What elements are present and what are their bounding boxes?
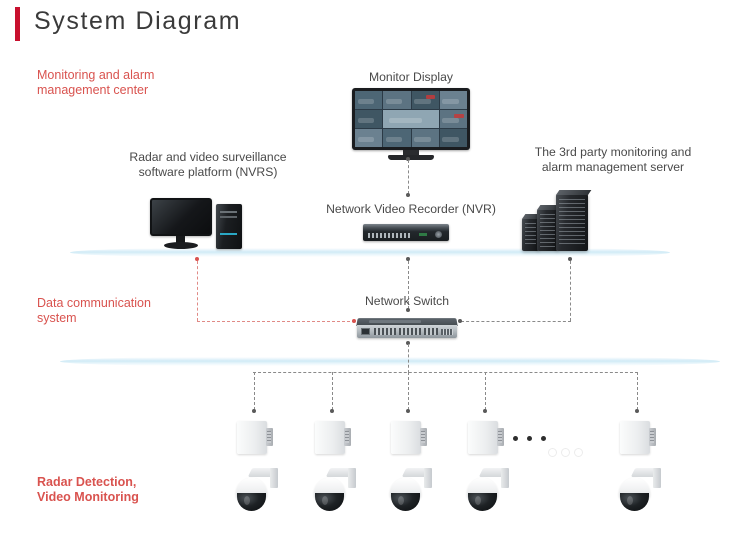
drop-line-device-1 <box>254 372 255 410</box>
network-switch-icon <box>356 318 458 339</box>
server-rack-icon <box>522 190 614 251</box>
link-dot-server-drop <box>568 257 572 261</box>
ellipsis-ghost-circle <box>548 448 557 457</box>
drop-line-device-4 <box>485 372 486 410</box>
radar-sensor-icon <box>620 421 656 455</box>
radar-sensor-icon <box>468 421 504 455</box>
ellipsis-ghost-circle <box>561 448 570 457</box>
link-dot-workstation-drop <box>195 257 199 261</box>
ptz-dome-camera-icon <box>388 466 433 512</box>
ellipsis-dot <box>513 436 518 441</box>
drop-dot-device-1 <box>252 409 256 413</box>
network-switch-label: Network Switch <box>365 294 449 308</box>
radar-sensor-icon <box>315 421 351 455</box>
drop-line-device-5 <box>637 372 638 410</box>
link-server-to-switch <box>461 321 571 322</box>
ptz-dome-camera-icon <box>312 466 357 512</box>
link-workstation-down <box>197 261 198 321</box>
drop-dot-device-2 <box>330 409 334 413</box>
link-server-down <box>570 261 571 321</box>
zone-label-radar-video: Radar Detection, Video Monitoring <box>37 475 139 504</box>
page-title: System Diagram <box>34 7 242 35</box>
link-nvr-to-switch <box>408 261 409 309</box>
drop-line-device-2 <box>332 372 333 410</box>
link-switch-down-to-bus <box>408 344 409 373</box>
monitor-display-icon <box>352 88 470 160</box>
radar-sensor-icon <box>391 421 427 455</box>
title-accent-bar <box>15 7 20 41</box>
third-party-server-label: The 3rd party monitoring and alarm manag… <box>534 145 692 174</box>
link-dot-monitor-bottom <box>406 157 410 161</box>
drop-dot-device-4 <box>483 409 487 413</box>
nvrs-workstation-label: Radar and video surveillance software pl… <box>129 150 287 179</box>
ptz-dome-camera-icon <box>465 466 510 512</box>
zone-label-data-communication: Data communication system <box>37 296 151 325</box>
link-dot-switch-right <box>458 319 462 323</box>
link-monitor-to-nvr <box>408 160 409 194</box>
nvr-device-icon <box>363 224 449 241</box>
link-dot-nvr-drop <box>406 257 410 261</box>
drop-dot-device-3 <box>406 409 410 413</box>
ptz-dome-camera-icon <box>617 466 662 512</box>
ptz-dome-camera-icon <box>234 466 279 512</box>
field-device-distribution-bus <box>253 372 638 373</box>
desktop-computer-icon <box>150 198 250 250</box>
link-dot-switch-bottom <box>406 341 410 345</box>
drop-dot-device-5 <box>635 409 639 413</box>
nvr-label: Network Video Recorder (NVR) <box>326 202 496 216</box>
link-dot-switch-top <box>406 308 410 312</box>
ellipsis-dot <box>527 436 532 441</box>
link-dot-switch-left <box>352 319 356 323</box>
drop-line-device-3 <box>408 372 409 410</box>
ellipsis-ghost-circle <box>574 448 583 457</box>
monitor-display-label: Monitor Display <box>369 70 453 84</box>
tier-separator-band-lower <box>60 357 720 366</box>
zone-label-monitoring-center: Monitoring and alarm management center <box>37 68 155 97</box>
ellipsis-dot <box>541 436 546 441</box>
radar-sensor-icon <box>237 421 273 455</box>
link-dot-nvr-top <box>406 193 410 197</box>
link-workstation-to-switch <box>197 321 355 322</box>
